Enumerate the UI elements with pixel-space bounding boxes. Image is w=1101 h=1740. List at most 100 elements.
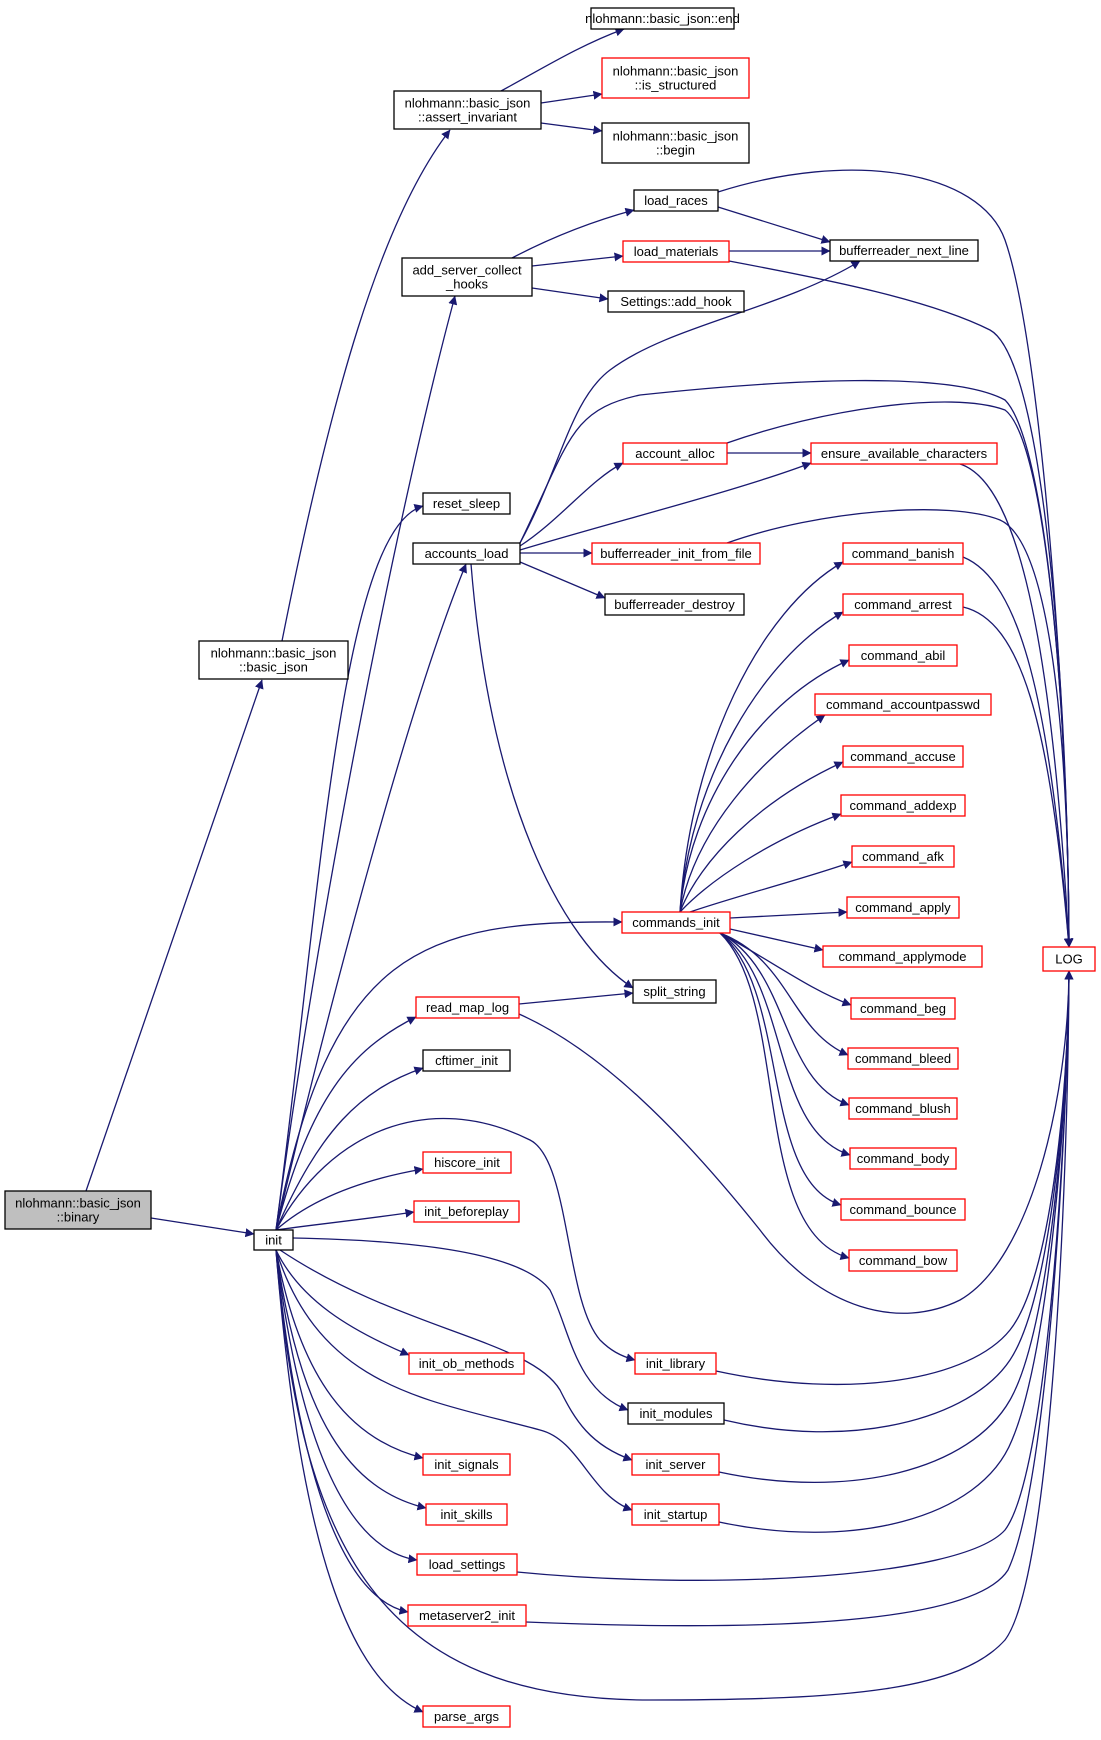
node-box xyxy=(1042,946,1096,972)
node-cftimer-init[interactable]: cftimer_init xyxy=(422,1049,511,1072)
edge-assert_invariant-json_begin xyxy=(540,122,603,135)
node-box xyxy=(634,1352,717,1375)
edge-commands_init-command_beg xyxy=(719,932,852,1007)
node-bufferreader-init-from-file[interactable]: bufferreader_init_from_file xyxy=(591,542,761,565)
node-command-beg[interactable]: command_beg xyxy=(850,997,956,1020)
node-json-end[interactable]: nlohmann::basic_json::end xyxy=(585,7,740,30)
node-account-alloc[interactable]: account_alloc xyxy=(622,442,728,465)
edge-basic_json-assert_invariant xyxy=(281,129,451,642)
node-metaserver2-init[interactable]: metaserver2_init xyxy=(407,1604,527,1627)
node-bufferreader-next-line[interactable]: bufferreader_next_line xyxy=(829,239,979,262)
node-basic-json[interactable]: nlohmann::basic_json::basic_json xyxy=(198,640,349,680)
node-command-blush[interactable]: command_blush xyxy=(848,1097,958,1120)
edge-commands_init-command_body xyxy=(719,932,851,1157)
node-command-applymode[interactable]: command_applymode xyxy=(822,945,983,968)
node-command-banish[interactable]: command_banish xyxy=(842,542,964,565)
node-box xyxy=(814,693,992,716)
node-box xyxy=(590,7,735,30)
node-box xyxy=(416,1553,518,1576)
node-ensure-available-characters[interactable]: ensure_available_characters xyxy=(810,442,998,465)
node-box xyxy=(422,1049,511,1072)
edge-init-read_map_log xyxy=(275,1016,417,1231)
edge-init_modules-log xyxy=(723,970,1074,1433)
node-label: metaserver2_init xyxy=(419,1608,515,1623)
node-init-library[interactable]: init_library xyxy=(634,1352,717,1375)
node-box xyxy=(425,1503,508,1526)
node-command-addexp[interactable]: command_addexp xyxy=(840,794,966,817)
node-box xyxy=(422,1453,511,1476)
node-init[interactable]: init xyxy=(253,1229,294,1251)
node-command-bleed[interactable]: command_bleed xyxy=(847,1047,959,1070)
node-command-bounce[interactable]: command_bounce xyxy=(840,1198,966,1221)
node-init-skills[interactable]: init_skills xyxy=(425,1503,508,1526)
node-box xyxy=(601,122,750,164)
node-bufferreader-destroy[interactable]: bufferreader_destroy xyxy=(604,593,745,616)
edge-commands_init-command_accountpasswd xyxy=(679,714,826,913)
node-init-ob-methods[interactable]: init_ob_methods xyxy=(408,1352,525,1375)
node-label: bufferreader_destroy xyxy=(614,597,735,612)
node-commands-init[interactable]: commands_init xyxy=(621,911,731,934)
node-init-startup[interactable]: init_startup xyxy=(631,1503,720,1526)
node-box xyxy=(601,57,750,99)
node-command-apply[interactable]: command_apply xyxy=(846,896,960,919)
edge-accounts_load-log xyxy=(519,379,1074,948)
node-box xyxy=(631,1453,720,1476)
node-accounts-load[interactable]: accounts_load xyxy=(412,542,521,565)
node-command-afk[interactable]: command_afk xyxy=(851,845,955,868)
node-label: reset_sleep xyxy=(433,496,500,511)
node-command-abil[interactable]: command_abil xyxy=(848,644,958,667)
node-label: hiscore_init xyxy=(434,1155,500,1170)
node-parse-args[interactable]: parse_args xyxy=(422,1705,511,1728)
edge-accounts_load-account_alloc xyxy=(519,462,624,547)
node-box xyxy=(850,997,956,1020)
edge-metaserver2_init-log xyxy=(525,970,1074,1627)
node-label: command_bounce xyxy=(850,1202,957,1217)
node-init-modules[interactable]: init_modules xyxy=(627,1402,725,1425)
node-box xyxy=(401,257,533,297)
node-add-server-collect-hooks[interactable]: add_server_collect_hooks xyxy=(401,257,533,297)
edge-commands_init-command_addexp xyxy=(679,812,842,913)
node-label: parse_args xyxy=(434,1709,500,1724)
node-command-accountpasswd[interactable]: command_accountpasswd xyxy=(814,693,992,716)
node-label: add_server_collect xyxy=(412,263,522,278)
node-command-bow[interactable]: command_bow xyxy=(848,1249,958,1272)
node-split-string[interactable]: split_string xyxy=(632,979,717,1004)
node-log[interactable]: LOG xyxy=(1042,946,1096,972)
node-init-signals[interactable]: init_signals xyxy=(422,1453,511,1476)
node-binary[interactable]: nlohmann::basic_json::binary xyxy=(4,1190,152,1230)
edge-init-init_library xyxy=(275,1117,636,1363)
edge-commands_init-command_afk xyxy=(689,860,853,913)
node-assert-invariant[interactable]: nlohmann::basic_json::assert_invariant xyxy=(393,90,542,130)
node-init-server[interactable]: init_server xyxy=(631,1453,720,1476)
node-box xyxy=(622,442,728,465)
node-load-races[interactable]: load_races xyxy=(633,189,719,212)
node-init-beforeplay[interactable]: init_beforeplay xyxy=(413,1200,520,1223)
node-json-begin[interactable]: nlohmann::basic_json::begin xyxy=(601,122,750,164)
node-hiscore-init[interactable]: hiscore_init xyxy=(422,1151,512,1174)
node-label: bufferreader_next_line xyxy=(839,243,969,258)
node-label: init_modules xyxy=(640,1406,713,1421)
node-label: load_races xyxy=(644,193,708,208)
node-label: nlohmann::basic_json xyxy=(613,64,739,79)
edge-init_library-log xyxy=(715,970,1074,1386)
edge-command_banish-log xyxy=(962,556,1073,948)
node-load-settings[interactable]: load_settings xyxy=(416,1553,518,1576)
node-box xyxy=(604,593,745,616)
node-box xyxy=(848,644,958,667)
edge-read_map_log-log xyxy=(518,970,1074,1314)
node-command-body[interactable]: command_body xyxy=(849,1147,957,1170)
node-reset-sleep[interactable]: reset_sleep xyxy=(422,492,511,515)
node-command-accuse[interactable]: command_accuse xyxy=(842,745,964,768)
node-is-structured[interactable]: nlohmann::basic_json::is_structured xyxy=(601,57,750,99)
node-box xyxy=(840,1198,966,1221)
node-read-map-log[interactable]: read_map_log xyxy=(415,996,520,1019)
node-label: command_bow xyxy=(859,1253,948,1268)
node-settings-add-hook[interactable]: Settings::add_hook xyxy=(607,290,745,313)
edge-binary-basic_json xyxy=(85,679,264,1192)
edge-init-init_startup xyxy=(275,1249,633,1512)
node-command-arrest[interactable]: command_arrest xyxy=(842,593,964,616)
node-box xyxy=(607,290,745,313)
node-load-materials[interactable]: load_materials xyxy=(622,240,730,263)
edge-add_server_collect_hooks-settings_add_hook xyxy=(531,287,609,303)
